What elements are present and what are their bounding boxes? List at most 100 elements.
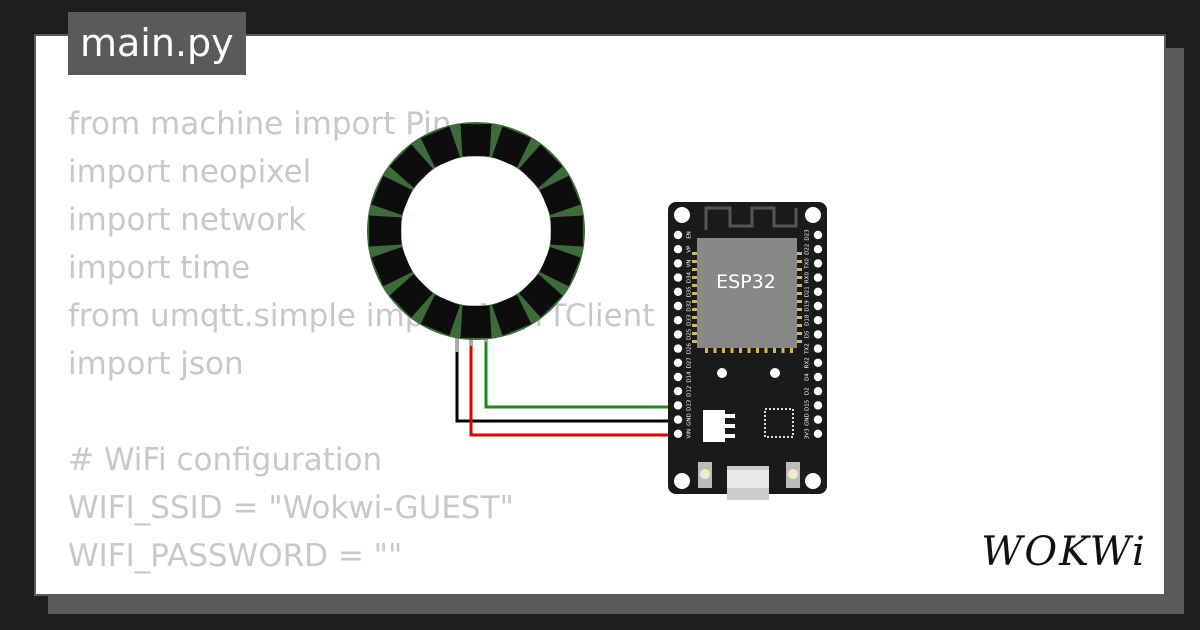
header-pin[interactable] xyxy=(673,358,683,367)
pin-label: 3V3 xyxy=(805,428,811,439)
neopixel-led xyxy=(389,274,433,318)
pin-label: D12 xyxy=(687,386,693,397)
esp32-board[interactable]: ESP32 ENVPVND34D35D32D33D25D26D27D14D12D… xyxy=(668,202,827,500)
header-pin[interactable] xyxy=(813,301,823,311)
module-pad xyxy=(796,284,802,287)
module-pad xyxy=(790,347,793,353)
header-pin[interactable] xyxy=(673,401,683,410)
module-pad xyxy=(692,308,698,311)
module-pad xyxy=(796,252,802,255)
header-pin[interactable] xyxy=(673,301,683,311)
header-pin[interactable] xyxy=(673,429,683,438)
header-pin[interactable] xyxy=(673,344,683,353)
regulator-pin-2 xyxy=(725,424,735,428)
module-pad xyxy=(692,332,698,335)
header-pin[interactable] xyxy=(673,273,683,282)
code-line: from machine import Pin xyxy=(68,106,452,142)
module-pad xyxy=(796,260,802,263)
wire-gnd[interactable] xyxy=(455,352,676,423)
pin-label: D34 xyxy=(687,271,693,283)
header-pin[interactable] xyxy=(813,287,823,296)
module-pad xyxy=(705,347,708,353)
module-pad xyxy=(796,268,802,271)
voltage-regulator xyxy=(703,410,725,442)
header-pin[interactable] xyxy=(813,273,823,282)
neopixel-led xyxy=(371,247,413,287)
pin-label: D5 xyxy=(805,330,811,338)
header-pin[interactable] xyxy=(813,245,823,254)
module-pad xyxy=(764,347,768,353)
module-pad xyxy=(692,300,698,303)
module-pad xyxy=(692,260,698,263)
pin-label: D21 xyxy=(805,286,811,297)
module-pad xyxy=(722,347,725,353)
module-pad xyxy=(692,284,698,287)
header-pin[interactable] xyxy=(813,401,823,410)
pin-label: D14 xyxy=(687,371,693,383)
wokwi-logo-text: WOKWi xyxy=(981,529,1147,575)
header-pin[interactable] xyxy=(673,287,683,296)
header-pin[interactable] xyxy=(673,387,683,396)
smd-cap-1 xyxy=(717,368,727,378)
boot-button-cap xyxy=(788,469,798,479)
header-pin[interactable] xyxy=(673,259,683,268)
mount-hole-br xyxy=(805,473,821,489)
preview-card xyxy=(34,34,1166,596)
code-line: # WiFi configuration xyxy=(68,442,383,478)
pin-label: TX0 xyxy=(805,258,811,270)
module-pad xyxy=(692,324,698,327)
wire-data[interactable] xyxy=(484,340,676,409)
neopixel-led xyxy=(420,294,460,336)
header-pin[interactable] xyxy=(813,316,823,325)
neopixel-led xyxy=(539,247,581,287)
header-pin[interactable] xyxy=(813,344,823,353)
pin-label: D35 xyxy=(687,286,693,298)
header-pin[interactable] xyxy=(673,415,683,424)
regulator-pin-1 xyxy=(725,414,735,418)
module-pads xyxy=(692,252,802,353)
mount-hole-bl xyxy=(674,473,690,489)
pin-label: D19 xyxy=(805,300,811,312)
antenna-trace xyxy=(704,206,798,230)
header-pin[interactable] xyxy=(813,230,823,240)
pin-label: EN xyxy=(687,231,693,239)
module-pad xyxy=(796,276,802,279)
mount-hole-tr xyxy=(805,207,821,223)
neopixel-led xyxy=(492,126,532,168)
header-pin[interactable] xyxy=(673,245,683,254)
wire-power[interactable] xyxy=(469,345,676,437)
module-pad xyxy=(796,324,802,327)
neopixel-led xyxy=(519,274,563,318)
header-pin[interactable] xyxy=(813,259,823,268)
neopixel-led xyxy=(492,294,532,336)
header-pin[interactable] xyxy=(813,387,823,396)
pin-label: GND xyxy=(687,413,693,426)
file-tab[interactable]: main.py xyxy=(68,12,246,75)
pin-label: D27 xyxy=(687,357,693,369)
neopixel-led xyxy=(519,144,563,188)
pin-label: D33 xyxy=(687,314,693,326)
code-line: import network xyxy=(68,202,307,238)
module-pad xyxy=(796,340,802,343)
neopixel-ring[interactable] xyxy=(367,122,585,352)
header-pin[interactable] xyxy=(673,330,683,339)
neopixel-led xyxy=(539,175,581,215)
pin-header-left xyxy=(673,230,683,438)
code-line: import time xyxy=(68,250,251,286)
header-pin[interactable] xyxy=(673,316,683,325)
module-pad xyxy=(796,316,802,319)
header-pin[interactable] xyxy=(813,429,823,438)
pin-label: D25 xyxy=(687,328,693,340)
header-pin[interactable] xyxy=(813,330,823,339)
header-pin[interactable] xyxy=(813,415,823,424)
ring-leds xyxy=(369,124,583,338)
header-pin[interactable] xyxy=(813,358,823,367)
module-pad xyxy=(773,347,776,353)
smd-cap-2 xyxy=(770,368,780,378)
header-pin[interactable] xyxy=(673,230,683,240)
pin-label: D18 xyxy=(805,314,811,326)
header-pin[interactable] xyxy=(673,372,683,382)
neopixel-led xyxy=(369,215,402,247)
module-pad xyxy=(796,300,802,303)
header-pin[interactable] xyxy=(813,372,823,382)
